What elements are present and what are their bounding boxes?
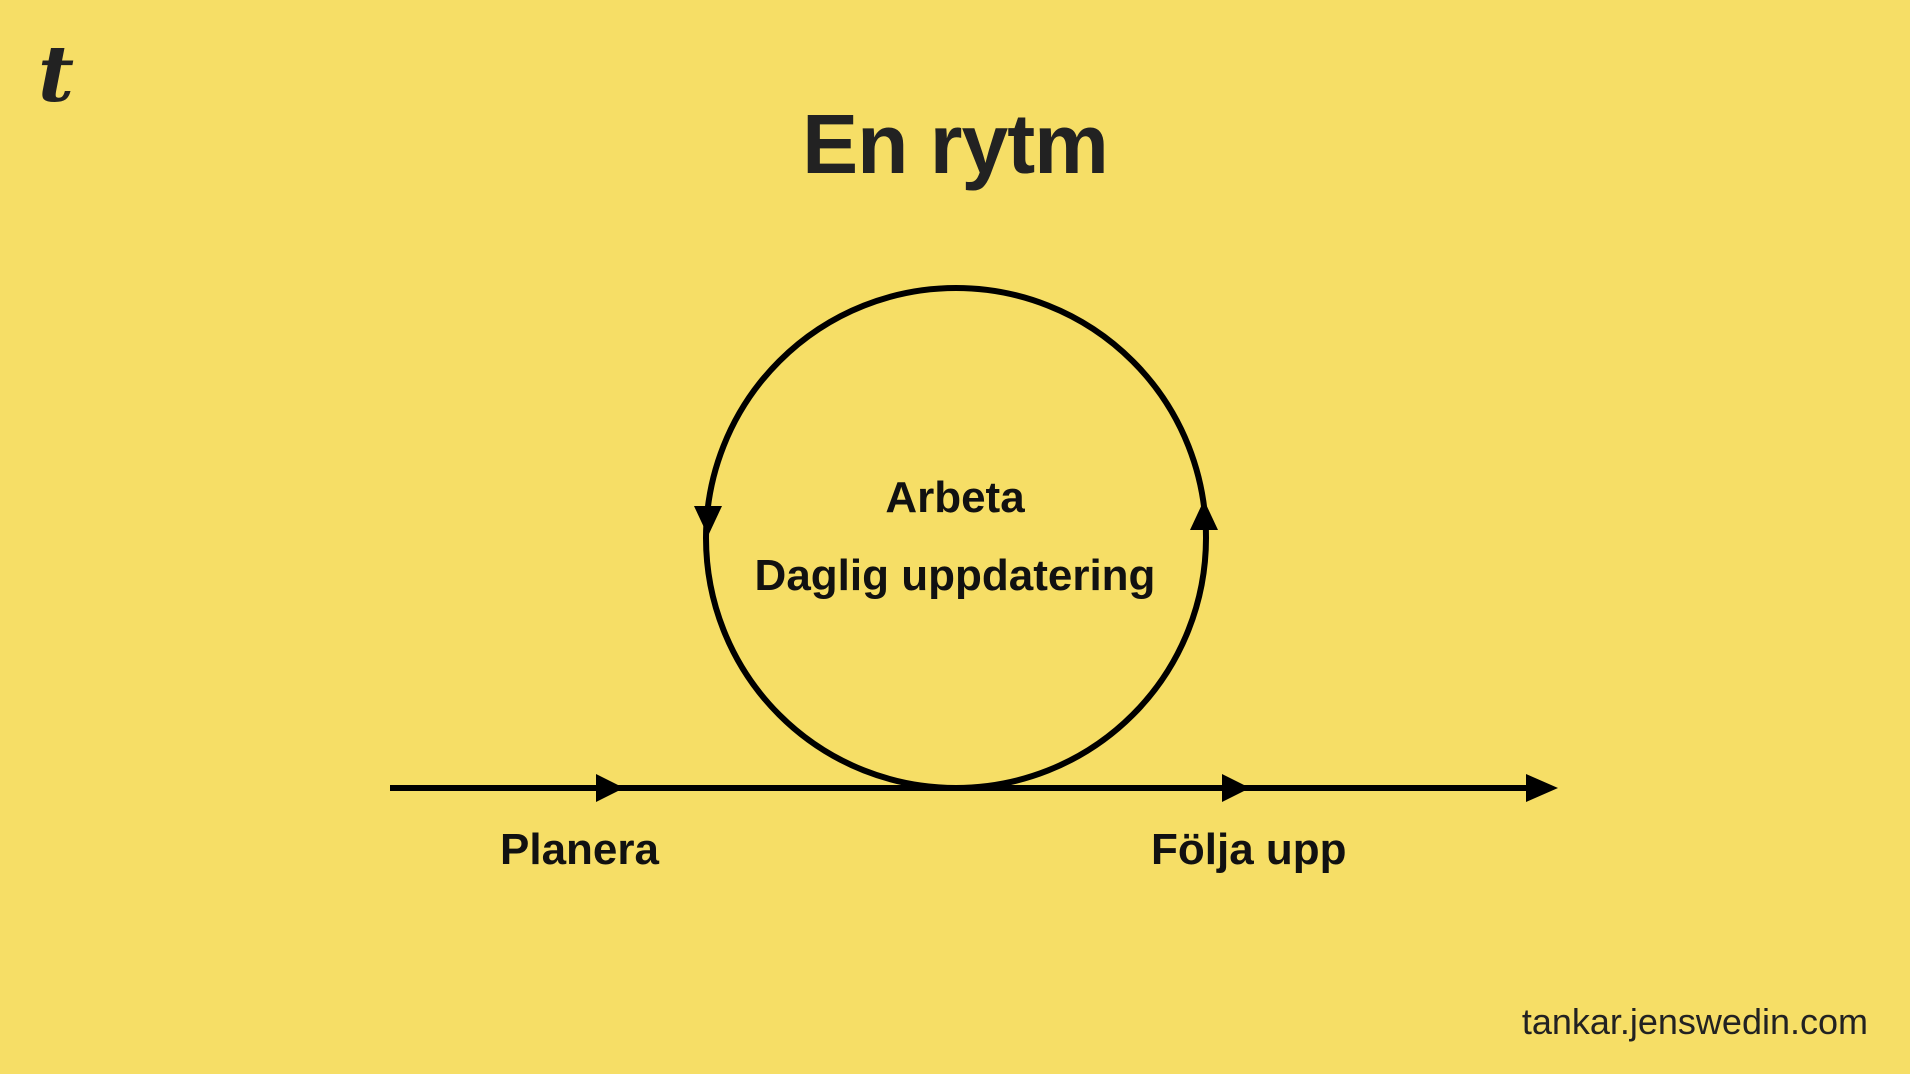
timeline-arrow-1-icon [596, 774, 624, 802]
stage-label-follow-up: Följa upp [1151, 825, 1347, 874]
timeline-arrow-2-icon [1222, 774, 1250, 802]
cycle-label-daily-update: Daglig uppdatering [754, 551, 1156, 600]
footer-url: tankar.jenswedin.com [1521, 1001, 1868, 1042]
cycle-arrow-down-icon [694, 506, 722, 536]
cycle-arrow-up-icon [1190, 500, 1218, 530]
slide-title: En rytm [802, 97, 1109, 191]
cycle-label-work: Arbeta [885, 473, 1025, 522]
timeline-end-arrow-icon [1526, 774, 1558, 802]
logo-icon: t [38, 29, 75, 120]
stage-label-plan: Planera [500, 825, 659, 874]
cycle-circle [703, 285, 1209, 791]
